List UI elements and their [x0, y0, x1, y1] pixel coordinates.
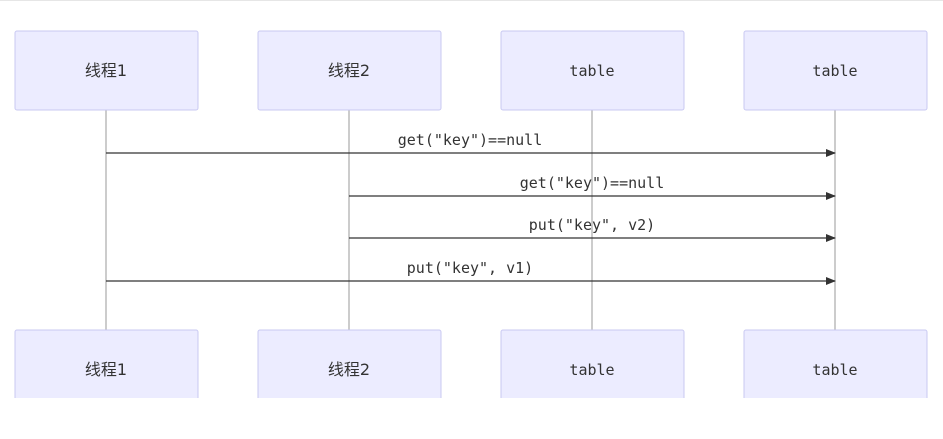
message-1-label: get("key")==null: [398, 131, 543, 149]
message-3: put("key", v2): [349, 216, 836, 242]
message-2: get("key")==null: [349, 174, 836, 200]
actor-top-p3-label: table: [569, 62, 614, 80]
message-2-label: get("key")==null: [520, 174, 665, 192]
actor-bottom-p3-label: table: [569, 361, 614, 379]
top-divider: [0, 0, 943, 1]
actor-bottom-p2: 线程2: [257, 329, 442, 410]
actor-top-p1-label: 线程1: [85, 61, 127, 80]
actor-top-p2-label: 线程2: [328, 61, 370, 80]
message-4-label: put("key", v1): [407, 259, 533, 277]
actor-top-p3: table: [500, 30, 685, 111]
actor-top-p2: 线程2: [257, 30, 442, 111]
message-3-label: put("key", v2): [529, 216, 655, 234]
actor-bottom-p1: 线程1: [14, 329, 199, 410]
actor-top-p4-label: table: [812, 62, 857, 80]
message-4: put("key", v1): [106, 259, 836, 285]
actor-top-p4: table: [743, 30, 928, 111]
actor-bottom-p1-label: 线程1: [85, 360, 127, 379]
actor-top-p1: 线程1: [14, 30, 199, 111]
message-1: get("key")==null: [106, 131, 836, 157]
actor-bottom-p2-label: 线程2: [328, 360, 370, 379]
actor-bottom-p4: table: [743, 329, 928, 410]
actor-bottom-p3: table: [500, 329, 685, 410]
bottom-whitespace: [0, 398, 943, 439]
actor-bottom-p4-label: table: [812, 361, 857, 379]
